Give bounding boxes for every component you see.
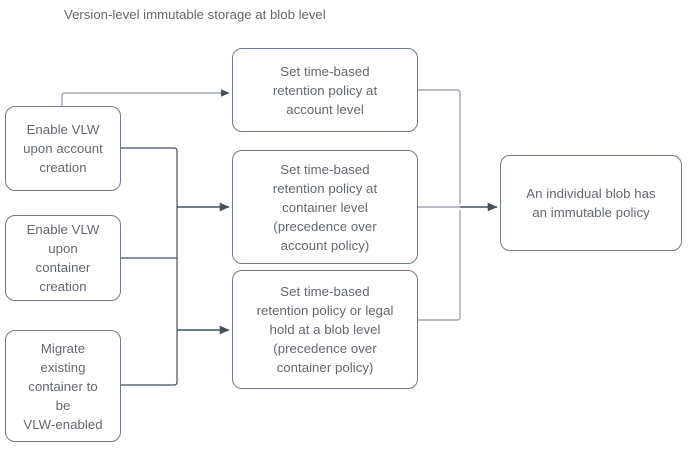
node-enable-vlw-upon-account-creation[interactable]: Enable VLW upon account creation: [5, 106, 121, 191]
diagram-title: Version-level immutable storage at blob …: [64, 7, 326, 22]
edge-account-to-trunk: [121, 147, 178, 205]
edge-account-to-retention-account: [61, 89, 230, 106]
node-individual-blob-has-immutable-policy[interactable]: An individual blob has an immutable poli…: [500, 155, 682, 251]
node-label: An individual blob has an immutable poli…: [526, 186, 656, 220]
node-enable-vlw-upon-container-creation[interactable]: Enable VLW upon container creation: [5, 215, 121, 301]
node-set-retention-policy-container-level[interactable]: Set time-based retention policy at conta…: [232, 150, 418, 264]
edge-retention-blob-to-right-trunk: [418, 210, 461, 321]
node-set-retention-policy-or-legal-hold-blob-level[interactable]: Set time-based retention policy or legal…: [232, 270, 418, 389]
node-label: Set time-based retention policy at conta…: [272, 161, 378, 253]
edge-migrate-to-trunk: [121, 332, 178, 386]
node-migrate-existing-container-to-be-vlw-enabled[interactable]: Migrate existing container to be VLW-ena…: [5, 330, 121, 442]
edge-retention-account-to-right-trunk: [418, 89, 461, 204]
node-label: Enable VLW upon account creation: [23, 122, 103, 175]
node-label: Enable VLW upon container creation: [26, 222, 100, 294]
node-label: Set time-based retention policy or legal…: [256, 284, 394, 375]
node-label: Migrate existing container to be VLW-ena…: [23, 340, 103, 432]
node-set-retention-policy-account-level[interactable]: Set time-based retention policy at accou…: [232, 48, 418, 132]
node-label: Set time-based retention policy at accou…: [272, 63, 378, 117]
